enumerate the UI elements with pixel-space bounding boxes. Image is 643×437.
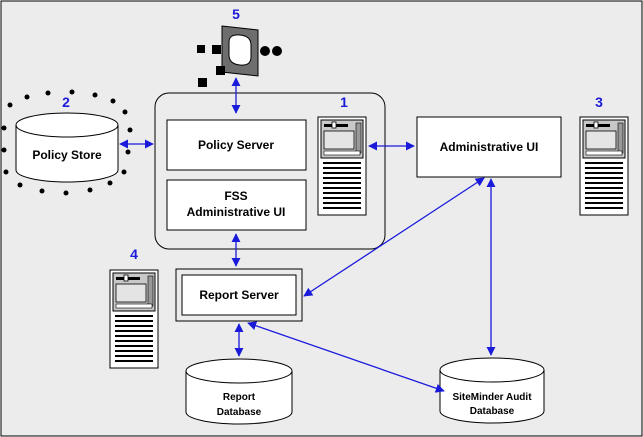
- connector-arrows: [119, 77, 496, 393]
- fss-admin-ui-label-line2: Administrative UI: [187, 205, 286, 219]
- fss-admin-ui-box: [166, 179, 307, 231]
- policy-store-cylinder: [15, 112, 119, 183]
- policy-server-box: [166, 119, 307, 171]
- audit-database-label-line2: Database: [470, 406, 515, 417]
- arrow-report-server-admin-ui: [303, 177, 485, 297]
- administrative-ui-label: Administrative UI: [440, 140, 539, 154]
- policy-server-label: Policy Server: [198, 138, 274, 152]
- callout-5: 5: [232, 6, 240, 22]
- administrative-ui-box: [416, 116, 562, 178]
- web-agent-icon: [197, 25, 282, 87]
- server-tower-icon: [317, 116, 367, 216]
- server-tower-icon: [109, 269, 159, 369]
- callout-3: 3: [595, 94, 603, 110]
- server-tower-icon: [579, 116, 629, 216]
- audit-database-label-line1: SiteMinder Audit: [452, 392, 532, 403]
- callout-1: 1: [340, 94, 348, 110]
- report-database-label-line1: Report: [223, 392, 256, 403]
- audit-database-cylinder: [439, 357, 545, 424]
- callout-2: 2: [62, 94, 70, 110]
- policy-store-label: Policy Store: [32, 148, 102, 162]
- fss-admin-ui-label-line1: FSS: [224, 189, 247, 203]
- report-server-label: Report Server: [199, 288, 279, 302]
- callout-4: 4: [130, 246, 138, 262]
- arrow-report-server-audit-db: [247, 321, 445, 393]
- report-server-box: [181, 274, 297, 316]
- report-database-label-line2: Database: [217, 407, 262, 418]
- policy-store-dotted-ring: [1, 89, 133, 196]
